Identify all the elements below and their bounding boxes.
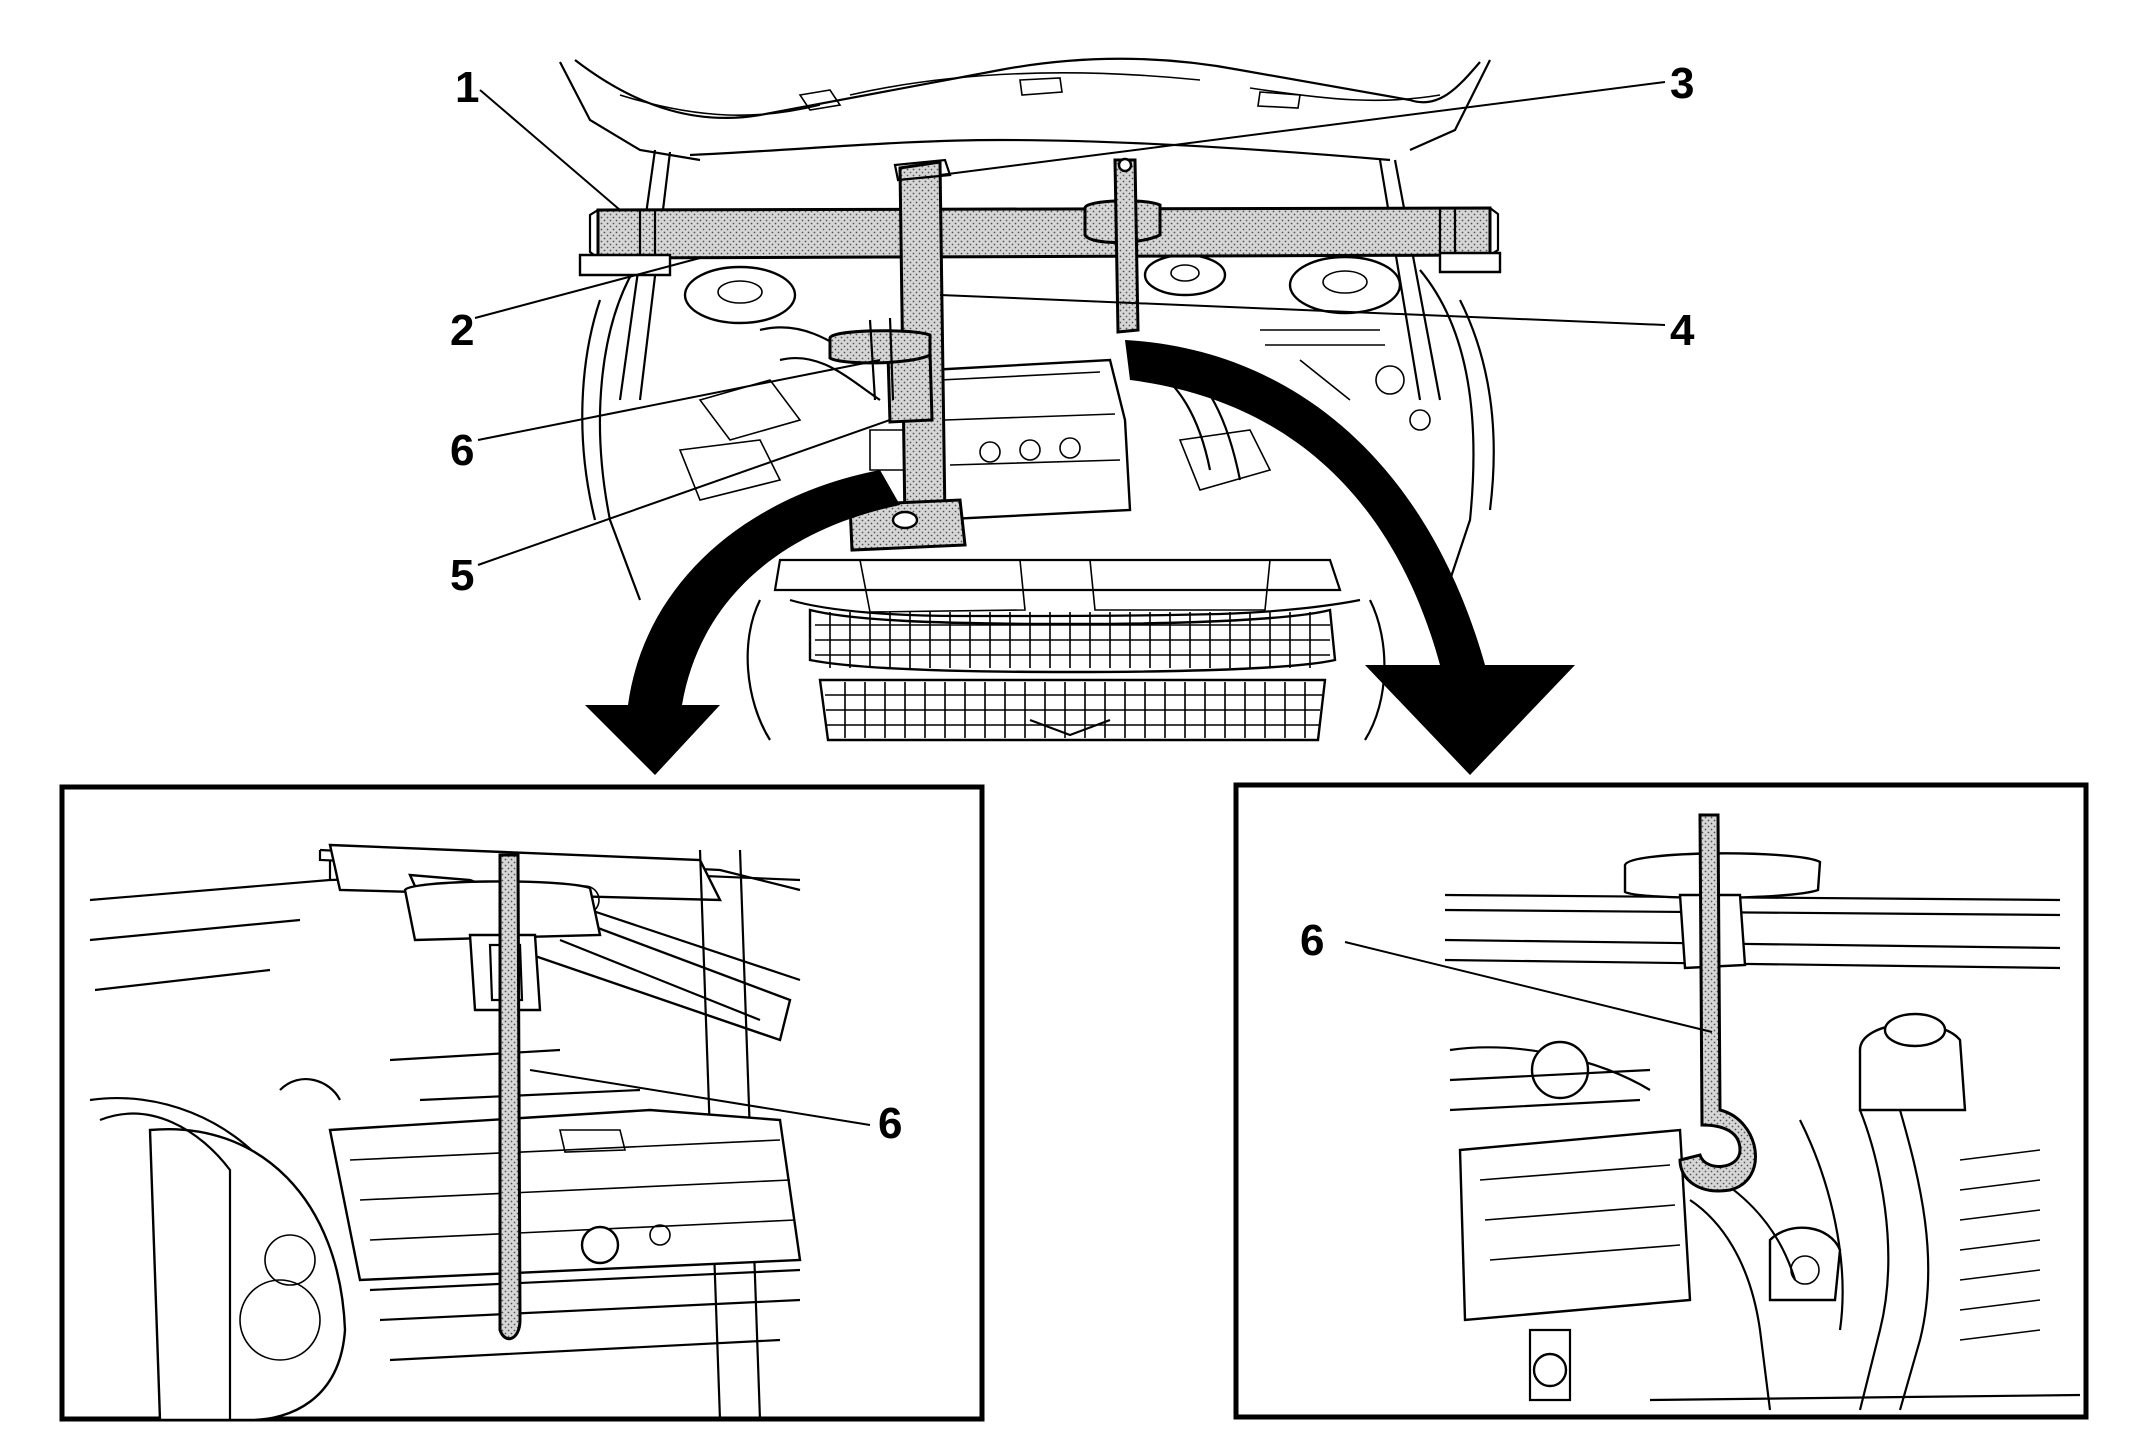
callout-3: 3 <box>1670 59 1694 108</box>
right-inset-callout-6: 6 <box>1300 916 1324 965</box>
left-curved-arrow <box>585 470 900 775</box>
support-fixture <box>578 157 1502 552</box>
right-inset-view <box>1233 782 2089 1420</box>
left-inset-hook-rod <box>498 853 522 1341</box>
callout-1: 1 <box>455 63 479 112</box>
right-inset-lift-hook <box>1678 813 1757 1193</box>
callout-2: 2 <box>450 306 474 355</box>
callout-4: 4 <box>1670 306 1695 355</box>
callout-6: 6 <box>450 426 474 475</box>
left-inset-callout-6: 6 <box>878 1099 902 1148</box>
upper-grille <box>815 612 1330 668</box>
crossbar <box>596 206 1492 260</box>
right-curved-arrow <box>1125 340 1575 775</box>
main-engine-bay-view <box>474 57 1666 775</box>
lift-hook-handle <box>828 329 932 365</box>
main-leader-lines <box>474 81 1666 566</box>
left-inset-view <box>59 784 985 1422</box>
callout-5: 5 <box>450 551 474 600</box>
lower-grille <box>825 682 1322 738</box>
